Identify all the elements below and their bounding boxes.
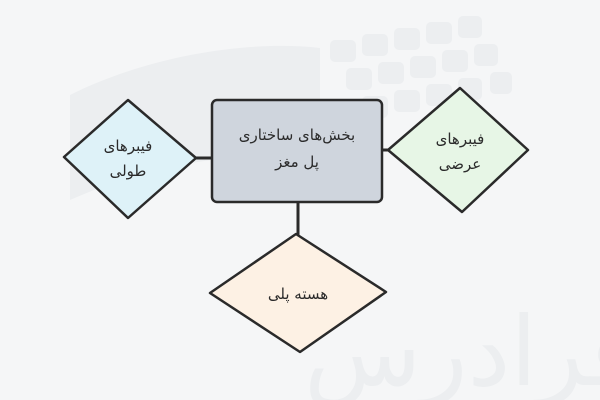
node-longitudinal-fibers: فیبرهای طولی [62,98,198,220]
node-transverse-fibers: فیبرهای عرضی [386,86,530,214]
node-transverse-fibers-line1: فیبرهای [436,130,485,148]
node-longitudinal-fibers-line1: فیبرهای [104,137,153,155]
node-pons-structural-parts-line2: پل مغز [274,153,319,172]
node-pons-structural-parts: بخش‌های ساختاری پل مغز [210,98,384,204]
node-pontine-nucleus: هسته پلی [208,232,388,354]
watermark-logo: فرادرس [70,16,600,400]
node-longitudinal-fibers-line2: طولی [110,162,147,180]
node-pontine-nucleus-label: هسته پلی [268,285,328,304]
node-pons-structural-parts-line1: بخش‌های ساختاری [239,126,355,144]
node-transverse-fibers-line2: عرضی [439,155,481,173]
